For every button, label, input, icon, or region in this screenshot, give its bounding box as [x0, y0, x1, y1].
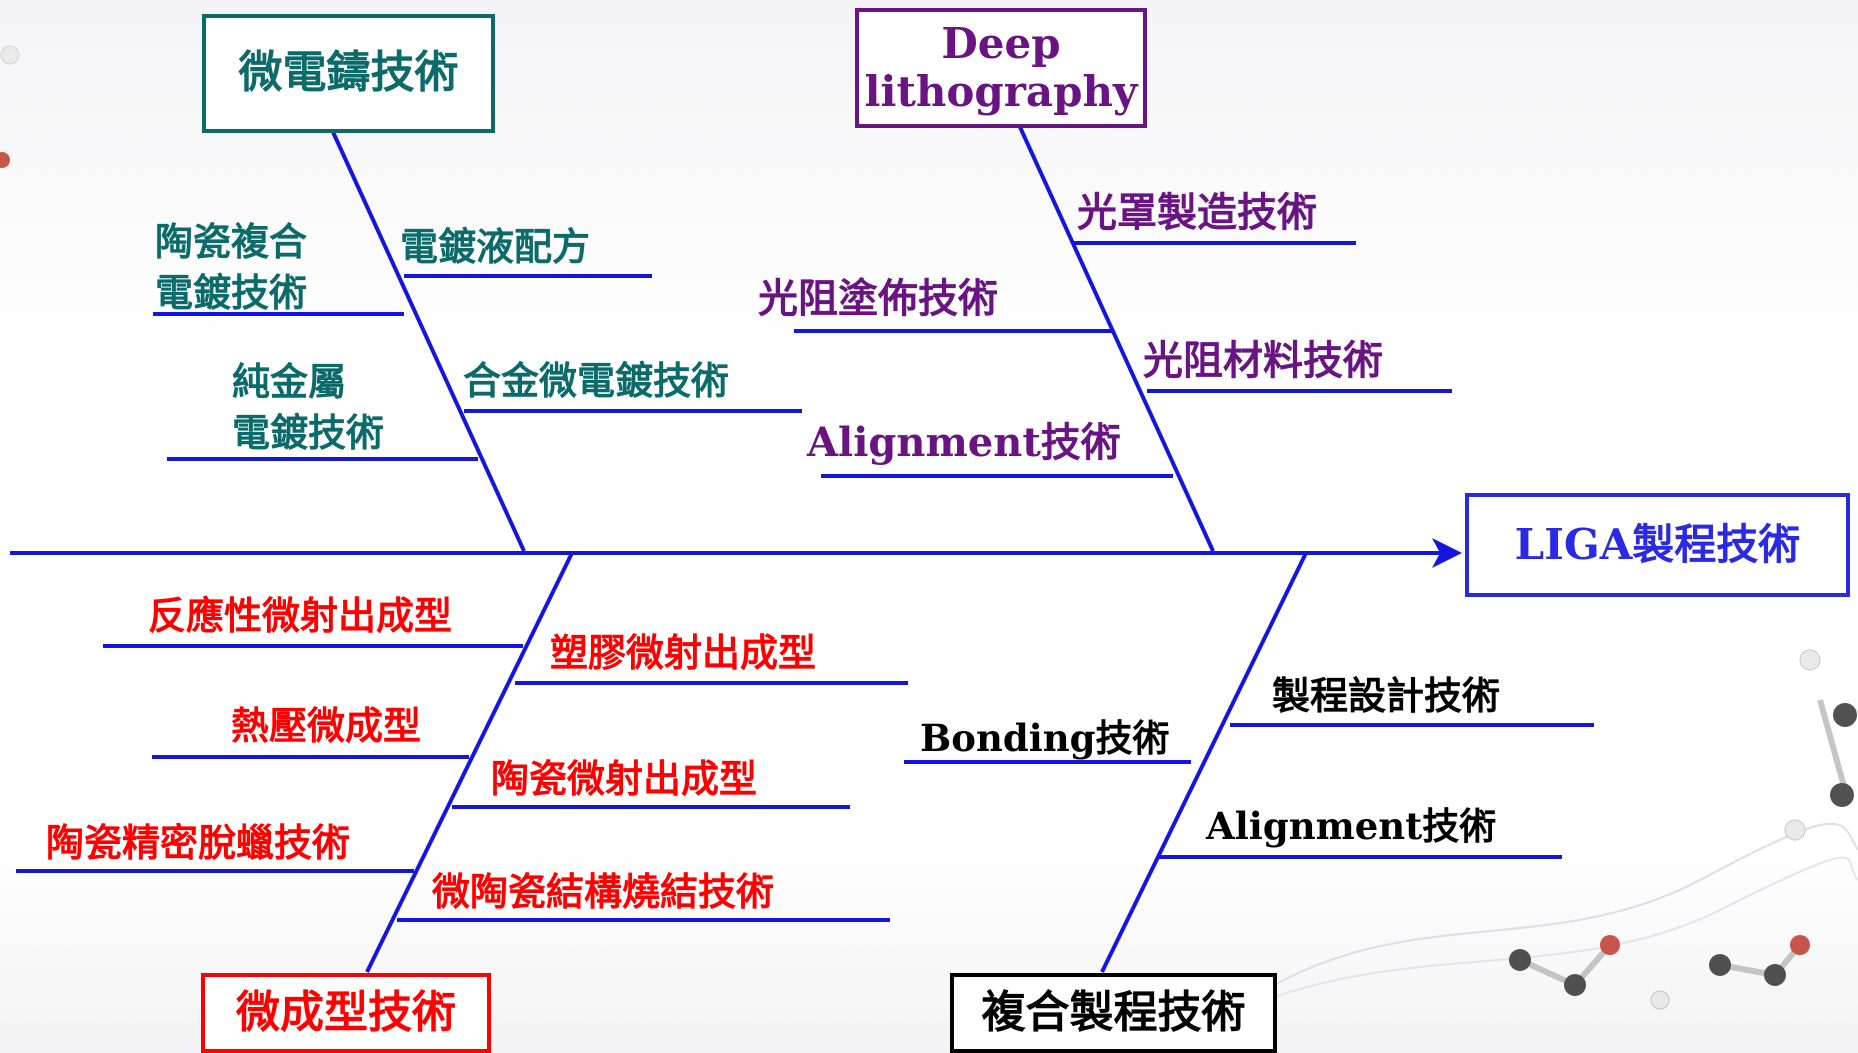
- bone-electroforming: [331, 131, 526, 552]
- bone-molding: [365, 552, 574, 973]
- branch-label: 光罩製造技術: [1077, 189, 1317, 236]
- bone-composite: [1100, 552, 1308, 973]
- branch-label: 熱壓微成型: [231, 703, 422, 748]
- branch-label: 塑膠微射出成型: [550, 630, 817, 675]
- bone-lithography: [1018, 126, 1215, 552]
- branch-label: Alignment技術: [1206, 804, 1497, 848]
- branch-label: 電鍍液配方: [400, 224, 591, 269]
- category-box-lithography: Deep lithography: [855, 8, 1147, 128]
- category-box-composite: 複合製程技術: [950, 973, 1277, 1053]
- branch-label: 反應性微射出成型: [148, 593, 453, 638]
- category-box-molding: 微成型技術: [201, 973, 491, 1053]
- molecule-decoration: [0, 45, 1858, 1031]
- branch-label: 光阻塗佈技術: [758, 275, 998, 322]
- branch-label: 光阻材料技術: [1143, 337, 1383, 384]
- category-box-electroforming: 微電鑄技術: [202, 14, 495, 133]
- branch-label: 陶瓷微射出成型: [491, 756, 758, 801]
- branch-label: 合金微電鍍技術: [463, 358, 730, 403]
- branch-label: 微陶瓷結構燒結技術: [432, 869, 775, 914]
- branch-label: 陶瓷複合 電鍍技術: [155, 219, 308, 316]
- branch-label: 製程設計技術: [1272, 673, 1501, 718]
- branch-label: 陶瓷精密脫蠟技術: [46, 820, 351, 865]
- branch-label: Bonding技術: [920, 716, 1170, 760]
- effect-box-liga: LIGA製程技術: [1465, 493, 1850, 597]
- branch-label: Alignment技術: [807, 419, 1121, 466]
- spine-arrowhead: [1432, 538, 1462, 568]
- branch-label: 純金屬 電鍍技術: [232, 359, 385, 456]
